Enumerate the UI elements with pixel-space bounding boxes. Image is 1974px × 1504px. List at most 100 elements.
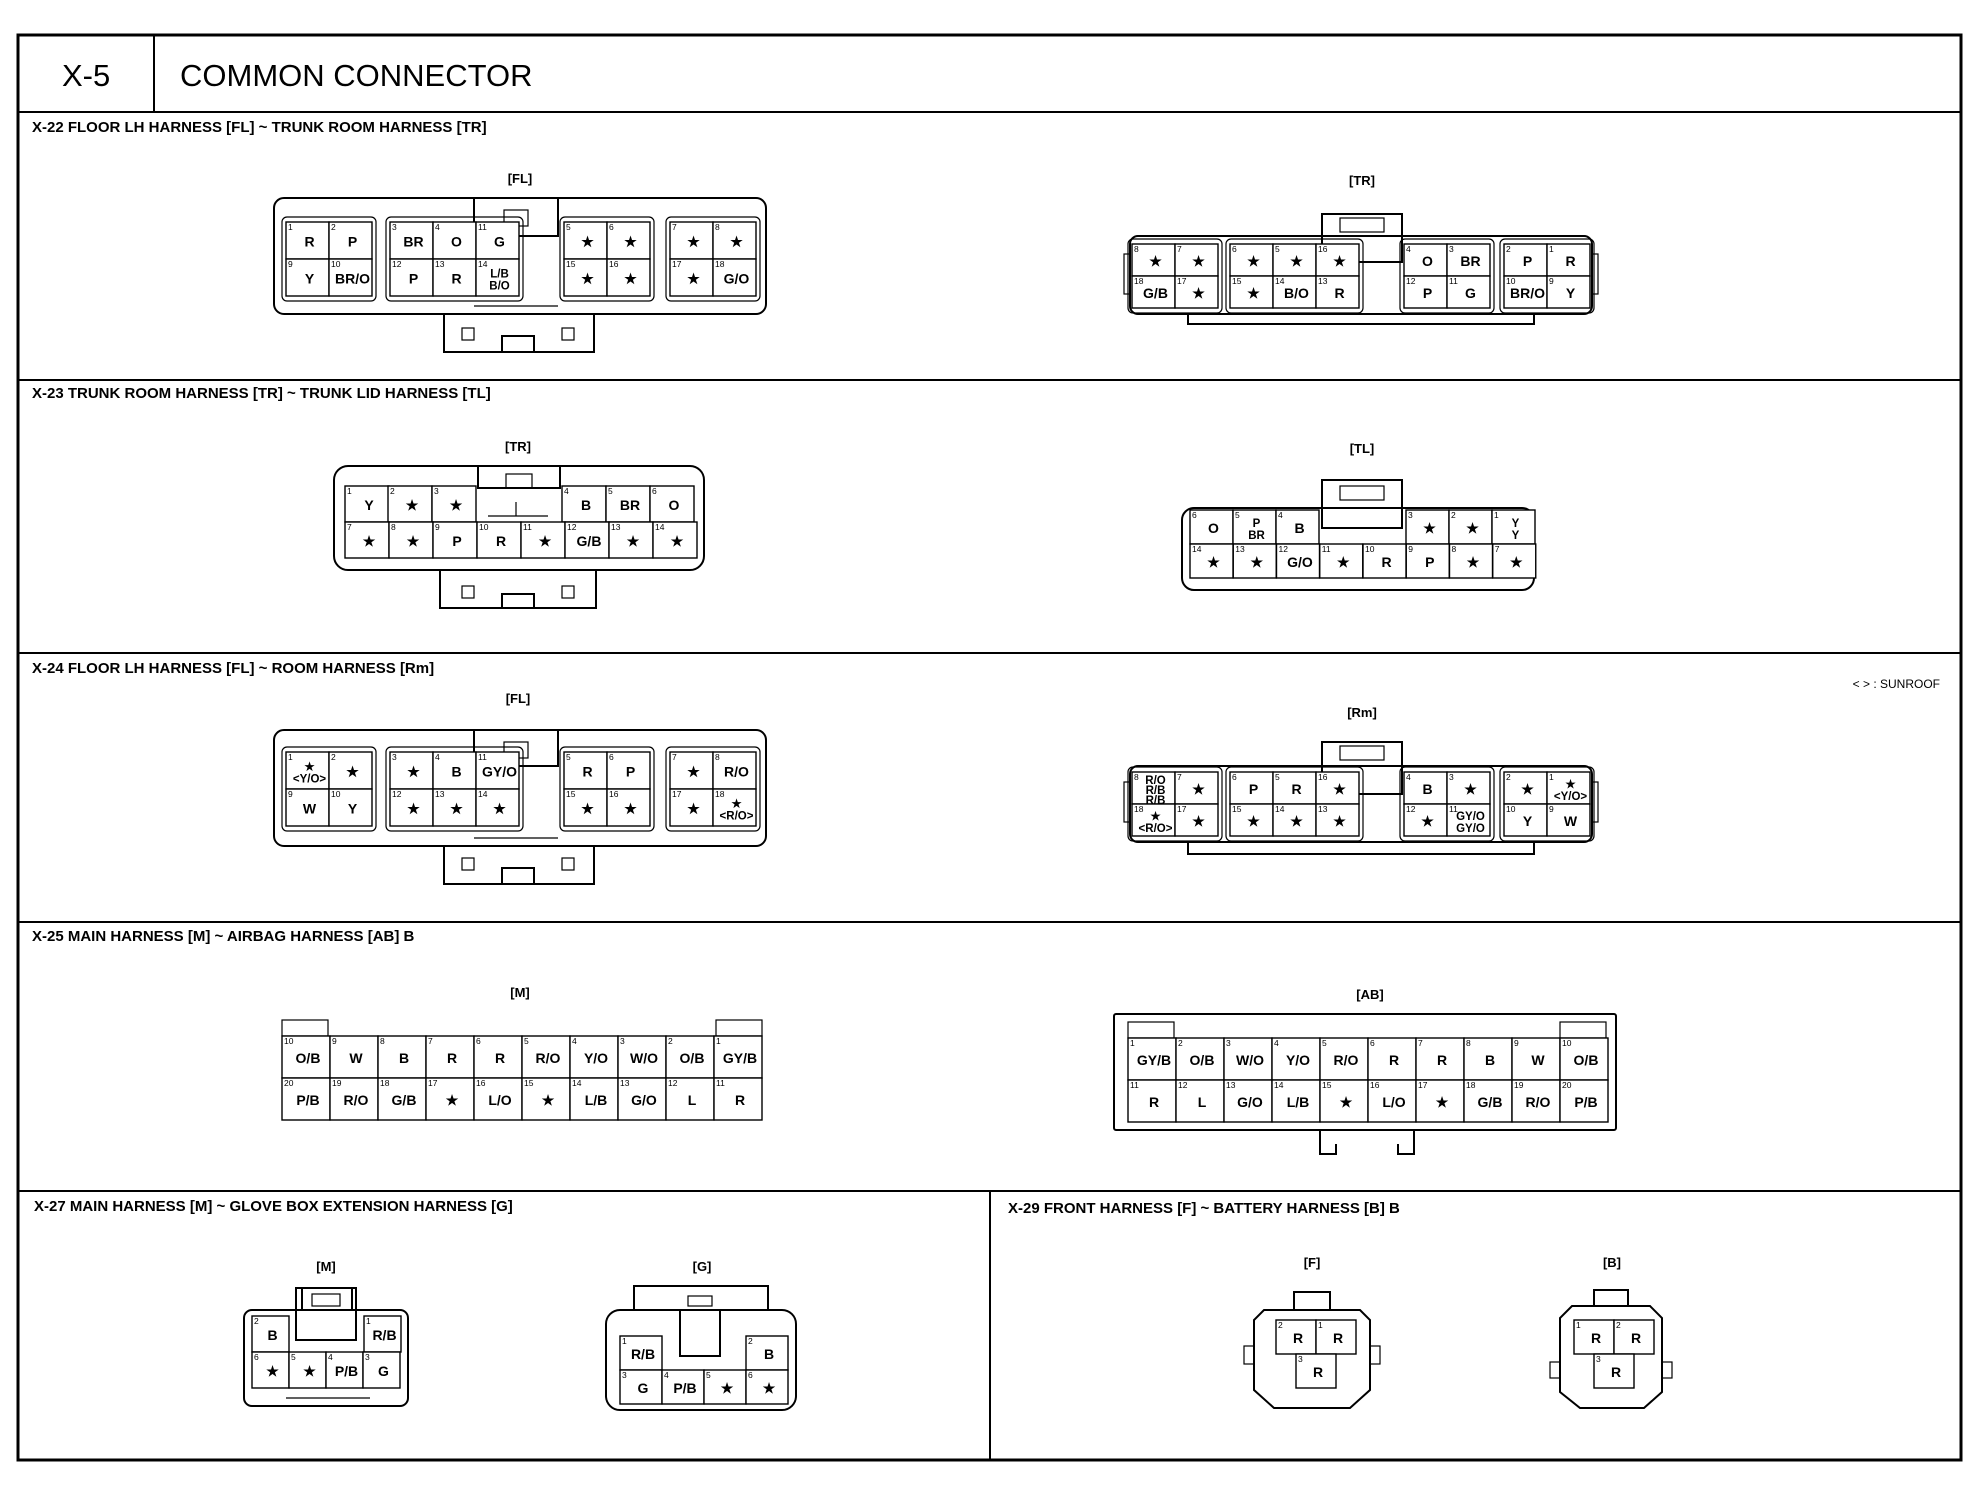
wire-color: B	[1294, 520, 1304, 536]
pin-cell: 18★<R/O>	[712, 788, 757, 827]
pin-cell: 1★<Y/O>	[285, 751, 330, 790]
pin-cell: 5R/O	[1319, 1037, 1369, 1081]
pin-number: 3	[434, 486, 439, 496]
wire-color: BR	[403, 234, 423, 250]
pin-cell: 12★	[1403, 803, 1448, 837]
connector-label-x25-ab: [AB]	[1356, 987, 1383, 1002]
pin-cell: 1R	[1546, 243, 1591, 277]
pin-cell: 17★	[1174, 275, 1219, 309]
pin-cell: 14★	[652, 521, 698, 559]
wire-color: P	[452, 533, 461, 549]
wire-color: B	[764, 1346, 774, 1362]
wire-color: ★	[581, 271, 594, 287]
pin-cell: 4B	[1275, 509, 1320, 545]
pin-number: 9	[1514, 1038, 1519, 1048]
pin-number: 1	[622, 1336, 627, 1346]
wire-color: G/O	[724, 271, 750, 287]
wire-color: ★	[303, 1363, 316, 1379]
pin-cell: 13R	[1315, 275, 1360, 309]
wire-color: P	[409, 271, 418, 287]
pin-cell: 12G/O	[1275, 543, 1321, 579]
pin-cell: 2★	[328, 751, 373, 790]
wire-color: BR/O	[335, 271, 370, 287]
pin-cell: 11G	[1446, 275, 1491, 309]
pin-number: 7	[1418, 1038, 1423, 1048]
wire-color: L	[1198, 1094, 1207, 1110]
pin-cell: 9P	[1405, 543, 1450, 579]
pin-number: 3	[392, 222, 397, 232]
pin-cell: 1R	[285, 221, 330, 260]
pin-cell: 9W	[1511, 1037, 1561, 1081]
wire-color: G/B	[577, 533, 602, 549]
pin-cell: 10Y	[328, 788, 373, 827]
wire-color: O	[1208, 520, 1219, 536]
wire-color: Y/O	[584, 1050, 608, 1066]
pin-number: 13	[1318, 804, 1328, 814]
wire-color: BR	[620, 497, 640, 513]
pin-cell: 10O/B	[1559, 1037, 1609, 1081]
pin-number: 6	[609, 222, 614, 232]
wire-color: Y	[348, 801, 358, 817]
pin-number: 16	[1318, 772, 1328, 782]
pin-cell: 6★	[606, 221, 651, 260]
wire-color: R	[1313, 1364, 1323, 1380]
wire-color: P/B	[296, 1092, 319, 1108]
pin-number: 9	[288, 259, 293, 269]
wire-color: R	[447, 1050, 457, 1066]
wire-color: W	[1531, 1052, 1545, 1068]
pin-number: 10	[284, 1036, 294, 1046]
wire-color: BR/O	[1510, 285, 1545, 301]
wire-color: B/O	[1284, 285, 1309, 301]
pin-number: 13	[435, 789, 445, 799]
pin-number: 18	[380, 1078, 390, 1088]
pin-cell: 3G	[362, 1351, 401, 1389]
connector-label-x25-m: [M]	[510, 985, 530, 1000]
pin-cell: 5BR	[605, 485, 651, 523]
pin-number: 12	[392, 259, 402, 269]
wire-color: G/B	[1478, 1094, 1503, 1110]
wire-color: W/O	[1236, 1052, 1264, 1068]
wire-color: R	[1333, 1330, 1343, 1346]
pin-cell: 7★	[1174, 243, 1219, 277]
pin-number: 9	[332, 1036, 337, 1046]
wire-color: ★	[1192, 285, 1205, 301]
pin-cell: 7★	[344, 521, 390, 559]
pin-cell: 14L/B	[1271, 1079, 1321, 1123]
connector-label-x24-rm: [Rm]	[1347, 705, 1377, 720]
section-title-x24: X-24 FLOOR LH HARNESS [FL] ~ ROOM HARNES…	[32, 660, 434, 677]
wire-color: R	[304, 234, 314, 250]
pin-number: 5	[1275, 772, 1280, 782]
pin-number: 9	[435, 522, 440, 532]
wire-color: P	[1523, 253, 1532, 269]
wire-color: ★	[624, 271, 637, 287]
pin-cell: 9W	[1546, 803, 1591, 837]
wire-color: ★	[1192, 781, 1205, 797]
pin-cell: 3★	[389, 751, 434, 790]
pin-number: 3	[622, 1370, 627, 1380]
pin-cell: 7★	[1174, 771, 1219, 805]
pin-cell: 10O/B	[281, 1035, 331, 1079]
pin-cell: 4B	[432, 751, 477, 790]
pin-number: 14	[1192, 544, 1202, 554]
wire-color: ★	[1466, 520, 1479, 536]
pin-cell: 13★	[1315, 803, 1360, 837]
wire-color: ★	[687, 271, 700, 287]
wire-color: R	[735, 1092, 745, 1108]
pin-cell: 1Y	[344, 485, 390, 523]
wire-color: B	[581, 497, 591, 513]
pin-number: 8	[380, 1036, 385, 1046]
pin-cell: 12L	[665, 1077, 715, 1121]
pin-number: 13	[1235, 544, 1245, 554]
pin-number: 15	[1232, 276, 1242, 286]
wire-color: ★	[1337, 554, 1350, 570]
wire-color: R	[1437, 1052, 1447, 1068]
pin-cell: 2O/B	[665, 1035, 715, 1079]
pin-cell: 10R	[476, 521, 522, 559]
wire-color: R	[495, 1050, 505, 1066]
pin-number: 15	[566, 789, 576, 799]
wire-color: <Y/O>	[1554, 791, 1588, 803]
pin-number: 16	[1370, 1080, 1380, 1090]
pin-number: 4	[1406, 244, 1411, 254]
wire-color: ★	[1464, 781, 1477, 797]
wire-color: ★	[1149, 253, 1162, 269]
